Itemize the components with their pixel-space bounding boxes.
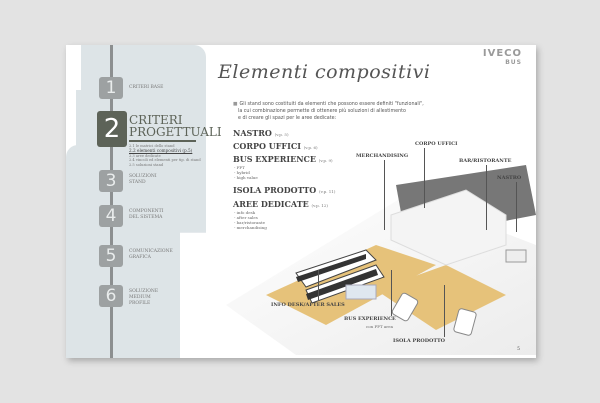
callout-info-desk: INFO DESK/AFTER SALES <box>271 302 345 308</box>
step-3-label[interactable]: SOLUZIONI STAND <box>129 174 157 185</box>
list-item: - after sales <box>234 215 258 220</box>
element-isola-prodotto: ISOLA PRODOTTO (v.p. 11) <box>233 185 336 195</box>
subitem-current[interactable]: 2.2 elementi compositivi (p.5) <box>129 147 193 153</box>
step-4[interactable]: 4 <box>99 205 123 227</box>
callout-corpo-uffici: CORPO UFFICI <box>415 141 458 147</box>
step-5[interactable]: 5 <box>99 245 123 267</box>
leader-line <box>318 270 319 300</box>
step-5-label[interactable]: COMUNICAZIONE GRAFICA <box>129 249 173 260</box>
van-icon <box>391 292 419 322</box>
element-corpo-uffici: CORPO UFFICI (v.p. 6) <box>233 141 318 151</box>
page-number: 5 <box>517 347 520 352</box>
intro-text: ■Gli stand sono costituiti da elementi c… <box>233 102 424 121</box>
element-nastro: NASTRO (v.p. 5) <box>233 128 289 138</box>
subitem[interactable]: 2.1 le matrici dello stand <box>129 144 175 148</box>
list-item: - info desk <box>234 210 256 215</box>
stand-floor <box>376 265 506 330</box>
subitem[interactable]: 2.3 aree dedicate <box>129 153 161 158</box>
leader-line <box>486 165 487 230</box>
bus-icon <box>295 249 377 288</box>
step-6-label[interactable]: SOLUZIONE MEDIUM PROFILE <box>129 289 159 306</box>
element-bus-experience: BUS EXPERIENCE (v.p. 9) <box>233 154 333 164</box>
subitem[interactable]: 2.4 vincoli ed elementi per tip. di stan… <box>129 158 201 162</box>
leader-line <box>516 182 517 232</box>
callout-isola-prodotto: ISOLA PRODOTTO <box>393 338 446 344</box>
callout-bus-experience: BUS EXPERIENCE <box>344 316 396 322</box>
subitem[interactable]: 2.5 soluzioni stand <box>129 162 164 167</box>
leader-line <box>444 285 445 337</box>
van-icon <box>453 308 477 336</box>
stand-illustration <box>226 165 536 355</box>
step-1[interactable]: 1 <box>99 77 123 99</box>
title-underline <box>129 140 196 142</box>
step-2[interactable]: 2 <box>97 111 127 147</box>
bar-counter <box>505 249 527 263</box>
nav-panel-notch <box>66 45 81 90</box>
bus-icon <box>305 264 385 304</box>
leader-line <box>391 270 392 316</box>
list-item: - high value <box>234 175 258 180</box>
callout-bus-experience-sub: con FPT area <box>366 324 393 329</box>
info-desk <box>345 284 377 300</box>
step-1-label[interactable]: CRITERI BASE <box>129 85 164 90</box>
timeline-line <box>110 45 113 358</box>
leader-line <box>384 160 385 230</box>
step-3[interactable]: 3 <box>99 170 123 192</box>
list-item: - merchandising <box>234 225 267 230</box>
callout-nastro: NASTRO <box>497 175 522 181</box>
callout-bar-ristorante: BAR/RISTORANTE <box>459 158 512 164</box>
step-6[interactable]: 6 <box>99 285 123 307</box>
element-aree-dedicate: AREE DEDICATE (v.p. 12) <box>233 199 328 209</box>
callout-merchandising: MERCHANDISING <box>356 153 409 159</box>
list-item: - hybrid <box>234 170 250 175</box>
leader-line <box>424 148 425 208</box>
step-4-label[interactable]: COMPONENTI DEL SISTEMA <box>129 209 164 220</box>
list-item: - bar/ristorante <box>234 220 265 225</box>
list-item: - FPT <box>234 165 245 170</box>
office-block <box>390 189 507 266</box>
page-title: Elementi compositivi <box>218 61 431 83</box>
